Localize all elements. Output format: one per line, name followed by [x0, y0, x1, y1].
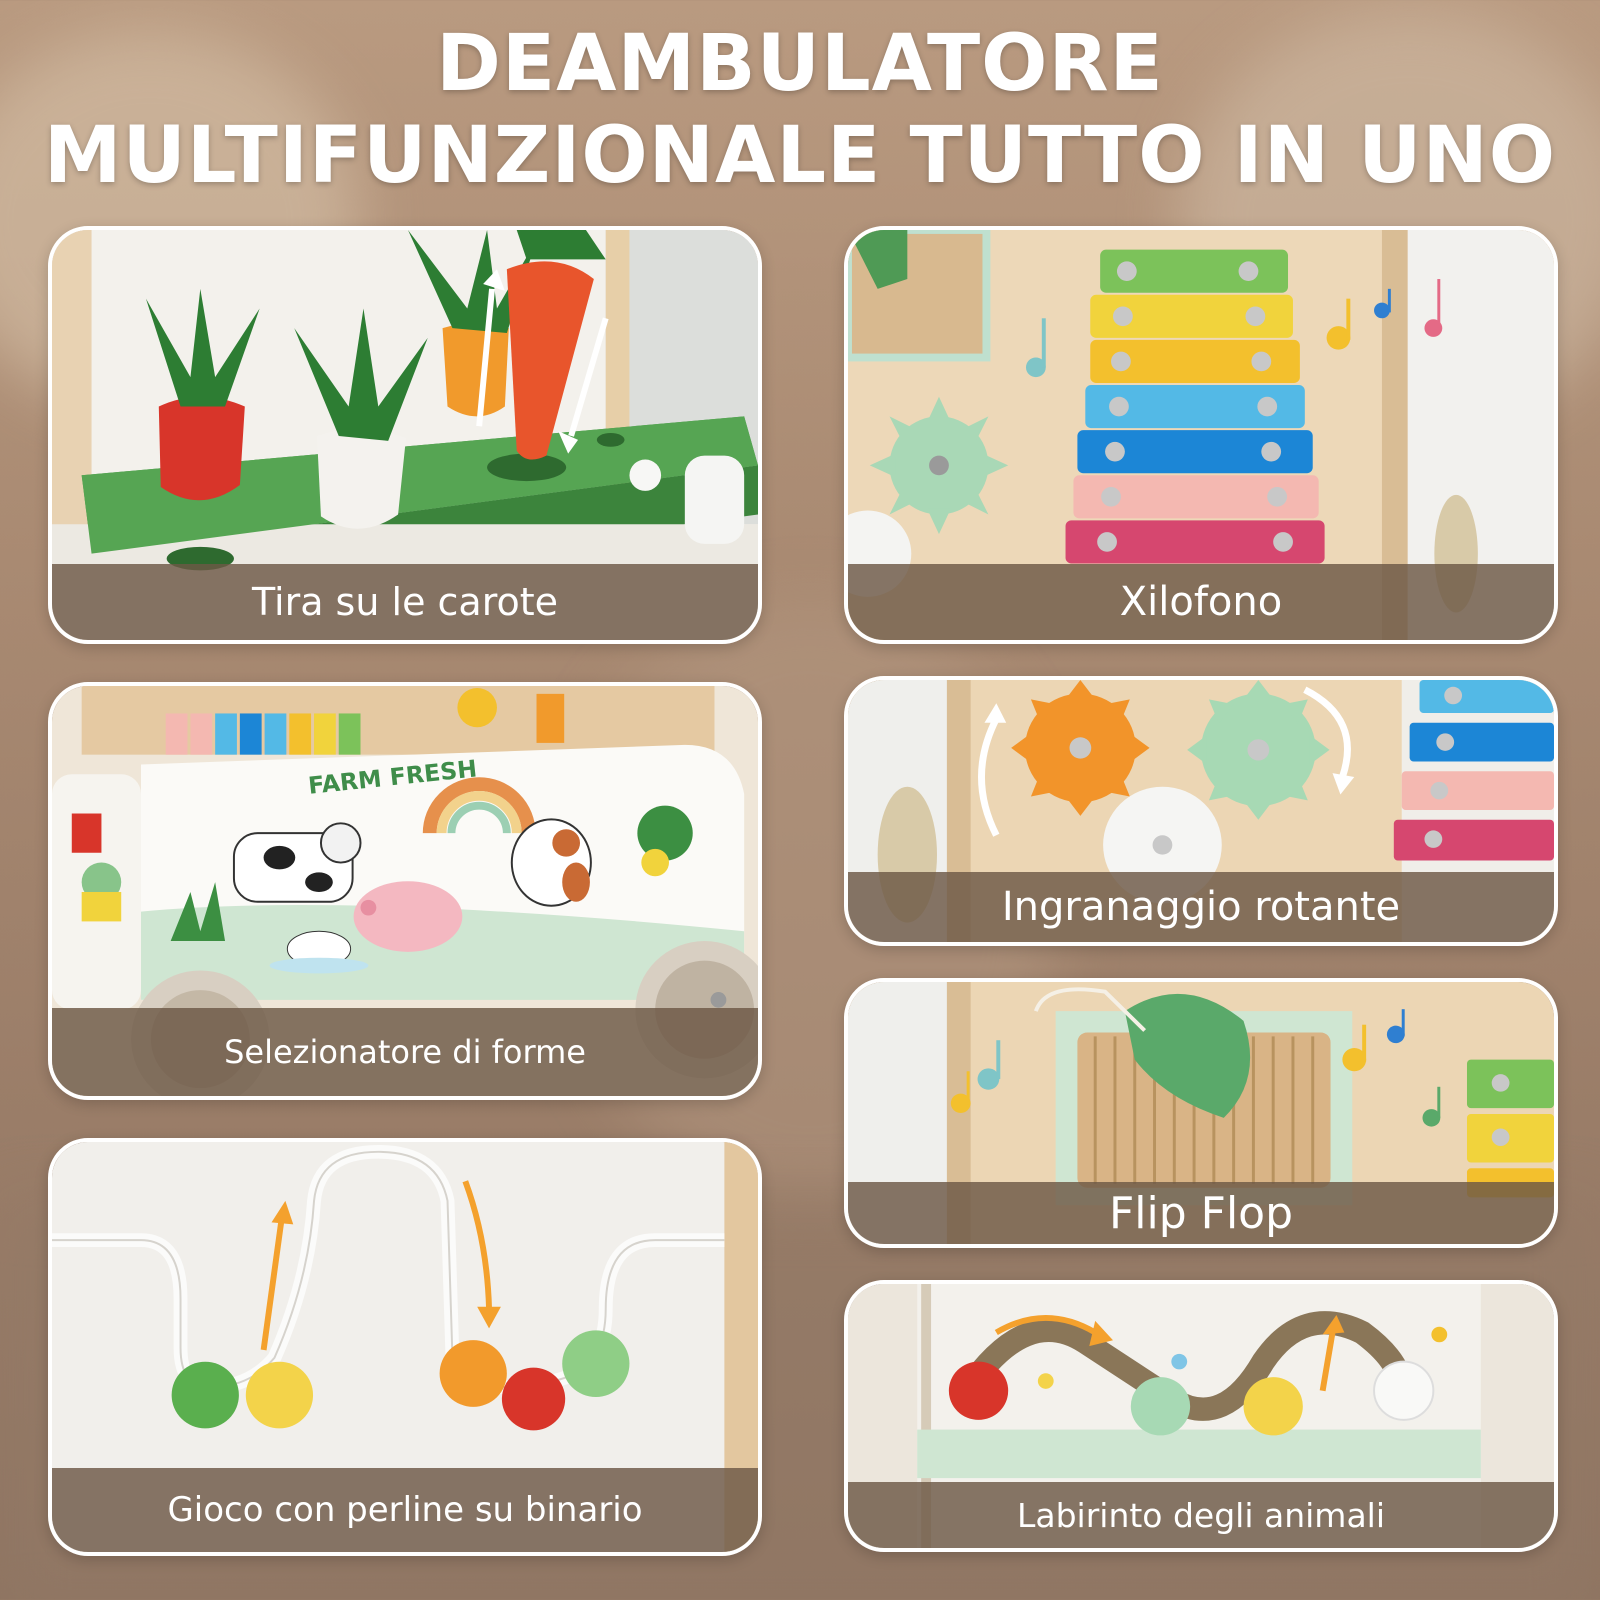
panel-rotating-gears: Ingranaggio rotante: [844, 676, 1558, 946]
title-line-1: DEAMBULATORE: [436, 19, 1164, 109]
panel-flip-flop: Flip Flop: [844, 978, 1558, 1248]
flip-flop-illustration: [848, 982, 1554, 1244]
panel-bead-maze: Gioco con perline su binario: [48, 1138, 762, 1556]
caption-shape-sorter: Selezionatore di forme: [52, 1008, 758, 1096]
caption-rotating-gears: Ingranaggio rotante: [848, 872, 1554, 942]
panel-carrots: Tira su le carote: [48, 226, 762, 644]
title-line-2: MULTIFUNZIONALE TUTTO IN UNO: [43, 111, 1557, 201]
panel-shape-sorter: FARM FRESH Selezionatore di forme: [48, 682, 762, 1100]
panel-animal-maze: Labirinto degli animali: [844, 1280, 1558, 1552]
page-title: DEAMBULATORE MULTIFUNZIONALE TUTTO IN UN…: [0, 18, 1600, 202]
caption-carrots: Tira su le carote: [52, 564, 758, 640]
caption-animal-maze: Labirinto degli animali: [848, 1482, 1554, 1548]
shape-sorter-illustration: FARM FRESH: [52, 686, 758, 1096]
panel-xylophone: Xilofono: [844, 226, 1558, 644]
caption-xylophone: Xilofono: [848, 564, 1554, 640]
caption-bead-maze: Gioco con perline su binario: [52, 1468, 758, 1552]
caption-flip-flop: Flip Flop: [848, 1182, 1554, 1244]
